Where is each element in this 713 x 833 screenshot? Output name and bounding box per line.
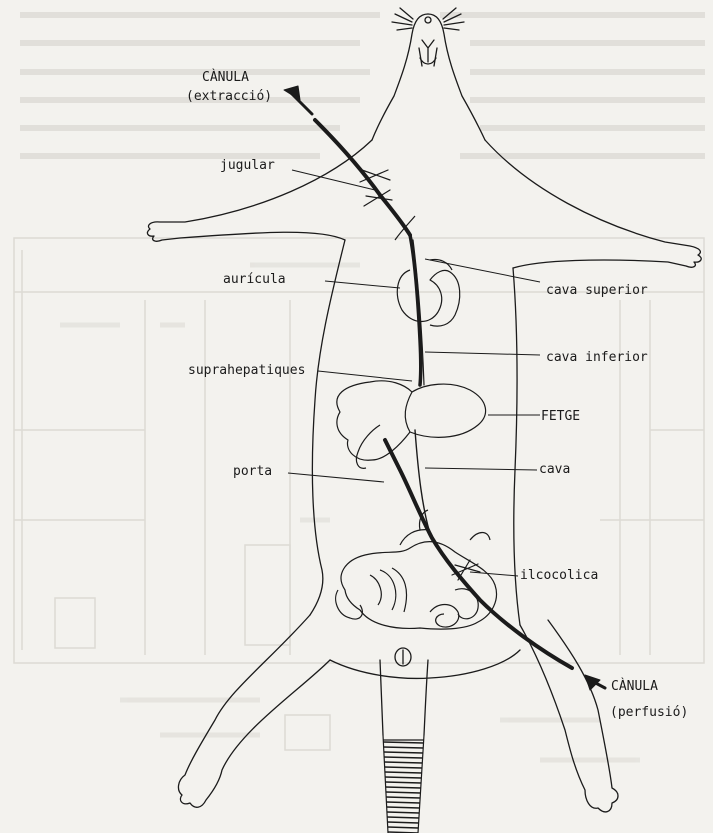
label-cava-superior: cava superior — [546, 283, 648, 298]
label-porta: porta — [233, 464, 272, 479]
label-suprahepatiques: suprahepatiques — [188, 363, 305, 378]
auricula-shape — [397, 270, 459, 326]
tail-segments — [383, 742, 423, 833]
label-ileocolica: ilcocolica — [520, 568, 598, 583]
tail-ring — [385, 767, 422, 768]
tail-ring — [388, 827, 419, 828]
label-cava-inferior: cava inferior — [546, 350, 648, 365]
label-cava: cava — [539, 462, 570, 477]
vessels — [284, 86, 605, 690]
leader-lines — [288, 170, 540, 576]
tail-ring — [386, 787, 421, 788]
label-perfusio: (perfusió) — [610, 705, 688, 720]
tail-ring — [384, 762, 422, 763]
tail-ring — [385, 782, 421, 783]
background-bleed-through — [14, 15, 705, 760]
leader-cava-inferior — [425, 352, 540, 355]
leader-auricula — [325, 281, 400, 288]
tail-ring — [386, 792, 421, 793]
label-canula-extraccio: CÀNULA — [202, 70, 249, 85]
leader-suprahepatiques — [318, 371, 412, 381]
tail-ring — [387, 817, 419, 818]
tail-ring — [385, 777, 421, 778]
label-canula-perfusio: CÀNULA — [611, 679, 658, 694]
label-auricula: aurícula — [223, 272, 286, 287]
tail-ring — [387, 812, 419, 813]
tail-ring — [387, 807, 420, 808]
tail-ring — [383, 742, 423, 743]
tail-ring — [384, 757, 423, 758]
label-extraccio: (extracció) — [186, 89, 272, 104]
tail-ring — [384, 747, 424, 748]
tail-ring — [387, 822, 418, 823]
tail-ring — [386, 797, 420, 798]
tail-ring — [385, 772, 422, 773]
label-fetge: FETGE — [541, 409, 580, 424]
leader-cava — [425, 468, 537, 470]
label-jugular: jugular — [220, 158, 275, 173]
jugular-cannula — [315, 120, 410, 235]
tail-ring — [384, 752, 423, 753]
leader-porta — [288, 473, 384, 482]
leader-ileocolica — [470, 572, 518, 576]
tail-ring — [386, 802, 419, 803]
